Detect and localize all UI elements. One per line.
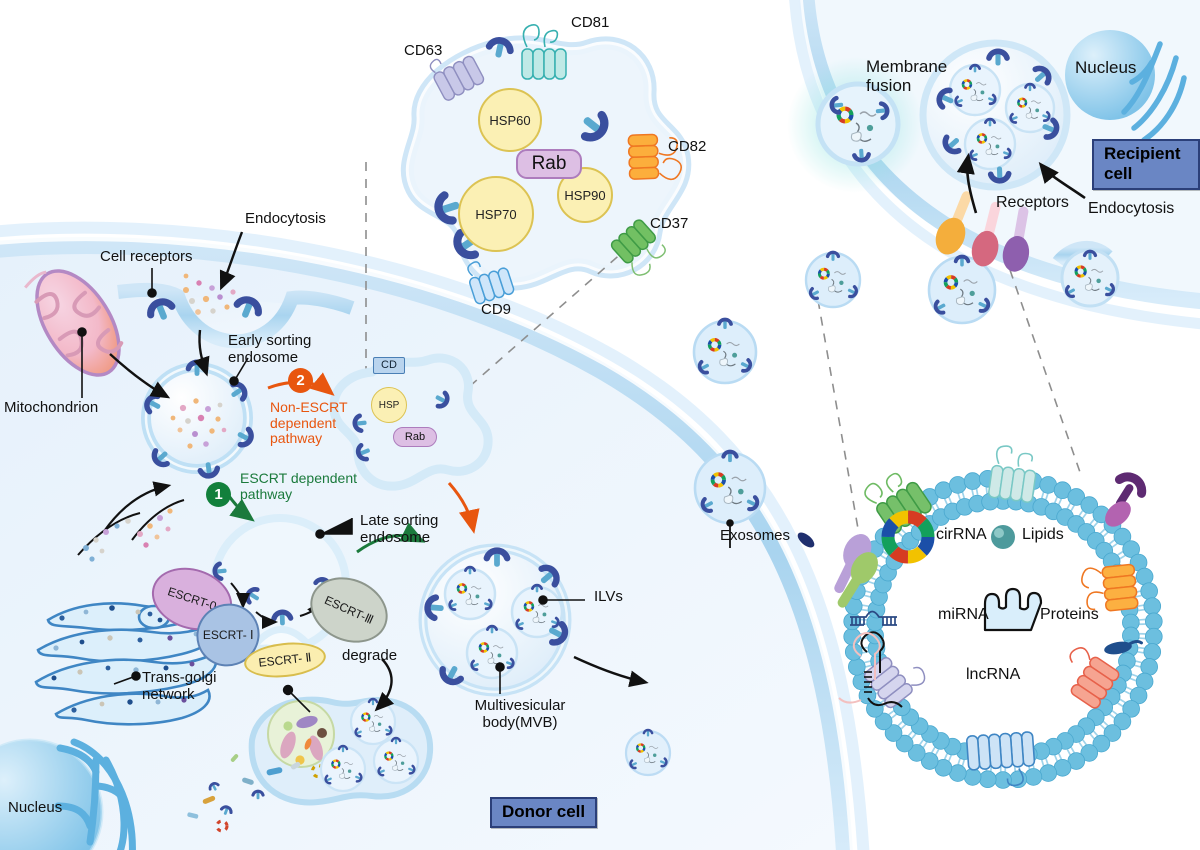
late-endosome-cd-box: CD: [373, 357, 405, 374]
legend-icons: [838, 510, 1043, 708]
marker-label-cd82: CD82: [668, 138, 707, 155]
late-endosome-hsp: HSP: [371, 387, 407, 423]
ilv: [443, 564, 497, 621]
cargo-hsp70: HSP70: [458, 176, 534, 252]
ilv: [963, 116, 1017, 171]
recipient-cell-badge: Recipient cell: [1092, 139, 1200, 190]
recipient-surface-receptors: [935, 191, 1030, 272]
ilv: [372, 735, 420, 785]
cd82-glyph: [627, 133, 683, 181]
cargo-hsp60-label: HSP60: [489, 112, 531, 128]
escrt-3-label: ESCRT-Ⅲ: [322, 593, 376, 627]
er-tubules: [104, 481, 172, 531]
late-endosome-hsp-label: HSP: [378, 399, 400, 411]
annotation-arrows: [109, 152, 1086, 712]
escrt-2-label: ESCRT- Ⅱ: [257, 650, 313, 670]
marker-label-cd37: CD37: [650, 215, 689, 232]
transport-vesicle-strings: [77, 499, 185, 562]
endosome-cargo-dots: [170, 398, 227, 449]
label-cell-receptors: Cell receptors: [100, 248, 193, 265]
label-endocytosis-recipient: Endocytosis: [1088, 200, 1175, 217]
label-endocytosis-donor: Endocytosis: [245, 210, 326, 227]
late-endosome-cd-label: CD: [381, 359, 397, 371]
exosome-free: [804, 249, 862, 309]
legend-label-lncrna: lncRNA: [966, 666, 1021, 683]
donor-er: [54, 738, 136, 850]
ilv: [948, 62, 1002, 117]
legend-label-lipids: Lipids: [1022, 526, 1064, 543]
marker-label-cd63: CD63: [404, 42, 443, 59]
cargo-hsp70-label: HSP70: [475, 206, 517, 222]
label-mitochondrion: Mitochondrion: [4, 399, 99, 416]
label-ilvs: ILVs: [594, 588, 623, 605]
cirrna-icon: [881, 510, 935, 564]
pathway-number-2: 2: [288, 368, 313, 393]
cargo-rab: Rab: [516, 149, 582, 179]
exosome-free: [624, 727, 672, 777]
early-sorting-endosome: [142, 360, 256, 479]
late-endosome-rab: Rab: [393, 427, 437, 447]
legend-label-mirna: miRNA: [938, 606, 989, 623]
label-degrade: degrade: [342, 647, 398, 664]
ilv: [1004, 81, 1056, 134]
mirna-icon: [850, 610, 897, 626]
degradation-compartment: [187, 696, 434, 833]
legend-label-proteins: Proteins: [1040, 606, 1099, 623]
marker-label-cd81: CD81: [571, 14, 610, 31]
donor-cell-badge: Donor cell: [490, 797, 598, 828]
cd37-glyph: [610, 219, 666, 276]
label-mvb: Multivesicular body(MVB): [474, 697, 566, 731]
zoom-guide-lines: [365, 162, 649, 390]
label-non-escrt-pathway: Non-ESCRT dependent pathway: [270, 399, 348, 447]
cd81-glyph: [521, 24, 567, 80]
label-early-sorting-endosome: Early sorting endosome: [228, 332, 312, 366]
proteins-icon: [983, 587, 1043, 632]
label-escrt-pathway: ESCRT dependent pathway: [240, 470, 358, 502]
leader-lines: [77, 268, 585, 713]
lncrna-icon: [838, 631, 903, 708]
cd9-glyph: [467, 261, 515, 305]
donor-nucleus: [0, 738, 104, 850]
cd63-glyph: [429, 55, 485, 101]
label-nucleus-donor: Nucleus: [8, 799, 63, 816]
zoom-guide-lines-2: [817, 269, 1083, 541]
label-membrane-fusion: Membrane fusion: [866, 57, 948, 96]
cargo-hsp60: HSP60: [478, 88, 542, 152]
late-sorting-endosome: [329, 353, 493, 491]
label-exosomes: Exosomes: [720, 527, 791, 544]
exosome-free: [692, 316, 758, 385]
escrt-1-label: ESCRT- Ⅰ: [202, 628, 254, 643]
cargo-hsp90-label: HSP90: [564, 187, 606, 203]
ilv: [319, 743, 367, 793]
cargo-rab-label: Rab: [531, 153, 567, 174]
mitochondrion-glyph: [24, 269, 124, 377]
legend-label-cirrna: cirRNA: [936, 526, 987, 543]
late-endosome-rab-label: Rab: [404, 431, 426, 443]
label-late-sorting-endosome: Late sorting endosome: [360, 512, 439, 546]
label-receptors: Receptors: [996, 194, 1069, 211]
ilv: [349, 696, 397, 746]
exosome-free: [927, 253, 997, 325]
lipids-icon: [991, 525, 1015, 549]
pathway-number-1: 1: [206, 482, 231, 507]
multivesicular-body: [418, 543, 571, 697]
recipient-endocytosing-exosome: [1060, 248, 1120, 308]
marker-label-cd9: CD9: [481, 301, 512, 318]
fusing-exosome: [815, 81, 901, 167]
exosome-free: [693, 450, 767, 548]
recipient-er: [1121, 41, 1187, 143]
recipient-endosome: [919, 39, 1071, 191]
label-nucleus-recipient: Nucleus: [1075, 58, 1137, 77]
label-trans-golgi-network: Trans-golgi network: [142, 669, 217, 703]
